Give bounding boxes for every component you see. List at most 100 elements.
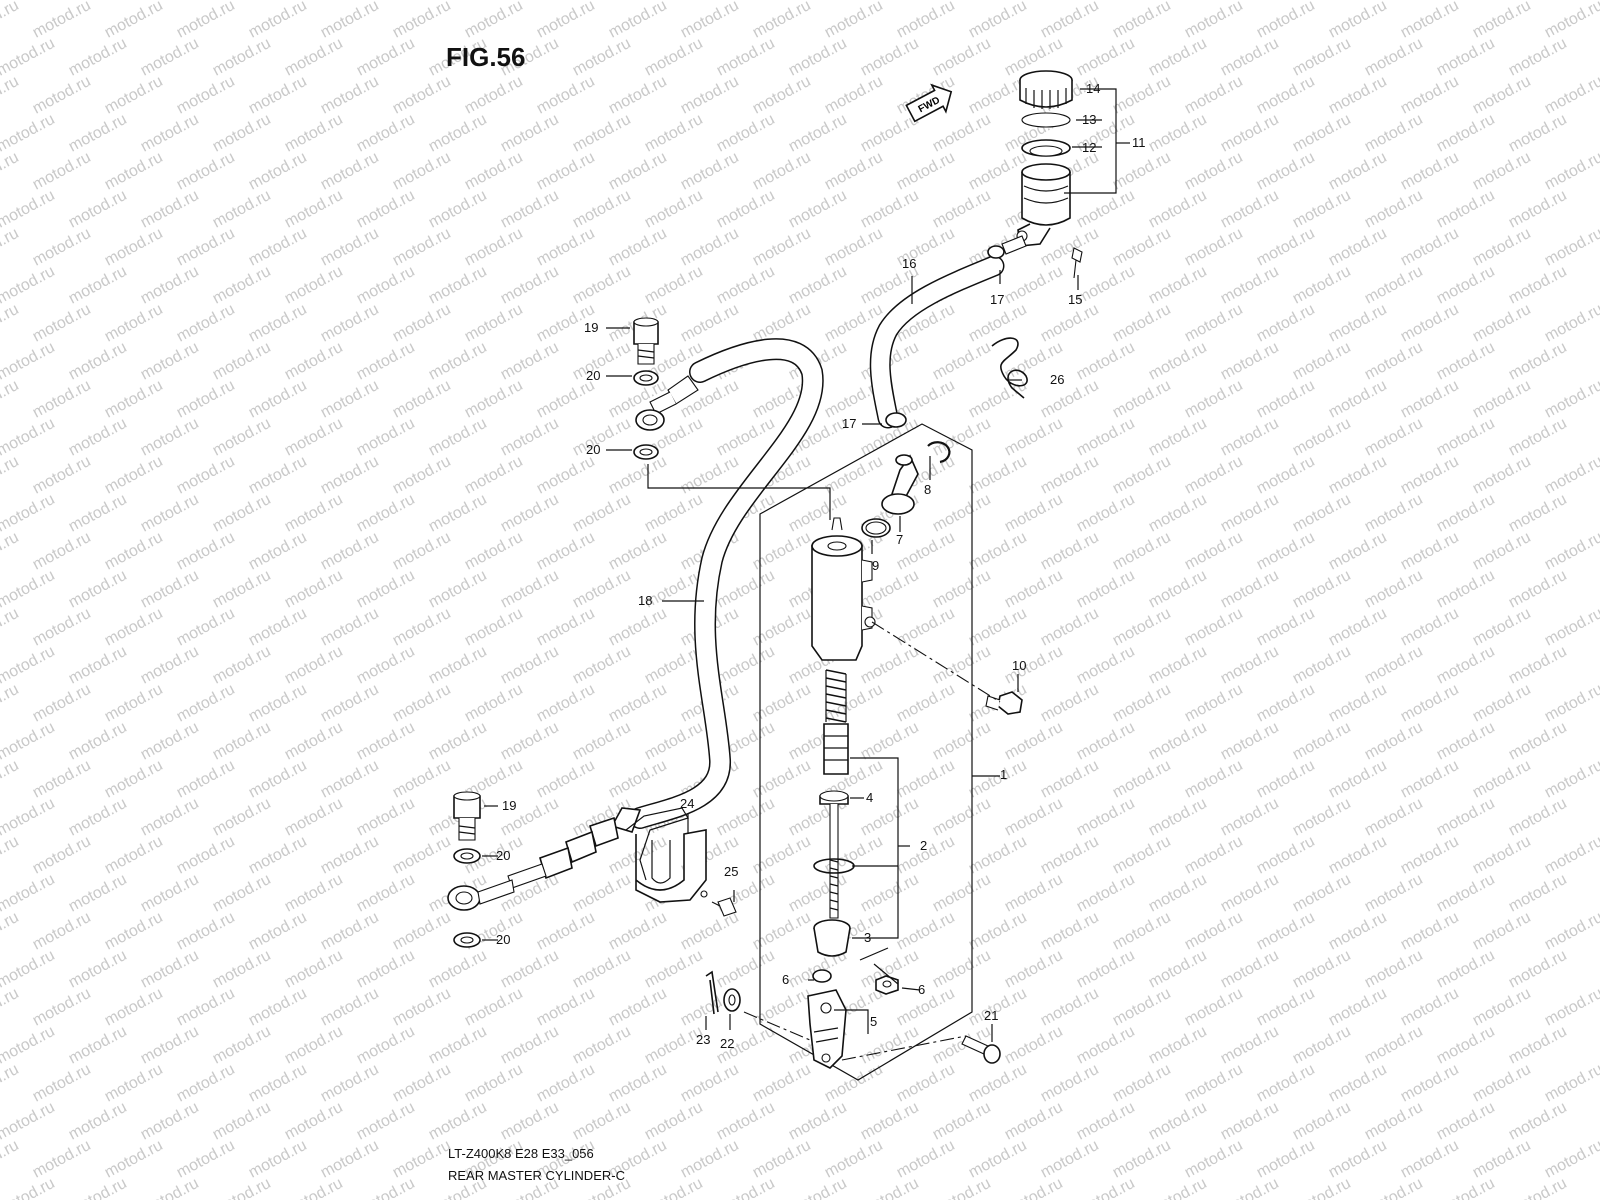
watermark-text: motod.ru — [1182, 757, 1246, 802]
watermark-text: motod.ru — [1290, 339, 1354, 384]
assembly-outline — [759, 423, 973, 1081]
watermark-text: motod.ru — [1146, 35, 1210, 80]
watermark-text: motod.ru — [1542, 681, 1600, 726]
watermark-text: motod.ru — [1074, 795, 1138, 840]
watermark-text: motod.ru — [1182, 1061, 1246, 1106]
watermark-text: motod.ru — [1146, 795, 1210, 840]
watermark-text: motod.ru — [1326, 453, 1390, 498]
watermark-text: motod.ru — [930, 567, 994, 612]
watermark-text: motod.ru — [246, 377, 310, 422]
watermark-text: motod.ru — [786, 1175, 850, 1200]
watermark-text: motod.ru — [30, 149, 94, 194]
cotter-pin — [705, 970, 719, 1015]
watermark-text: motod.ru — [66, 491, 130, 536]
watermark-text: motod.ru — [1290, 187, 1354, 232]
watermark-text: motod.ru — [678, 1061, 742, 1106]
watermark-text: motod.ru — [210, 947, 274, 992]
watermark-text: motod.ru — [1362, 719, 1426, 764]
watermark-text: motod.ru — [426, 111, 490, 156]
watermark-text: motod.ru — [1398, 529, 1462, 574]
watermark-text: motod.ru — [966, 0, 1030, 42]
watermark-text: motod.ru — [174, 0, 238, 42]
watermark-text: motod.ru — [102, 985, 166, 1030]
watermark-text: motod.ru — [138, 263, 202, 308]
watermark-text: motod.ru — [1506, 491, 1570, 536]
watermark-text: motod.ru — [714, 567, 778, 612]
watermark-text: motod.ru — [138, 339, 202, 384]
watermark-text: motod.ru — [498, 187, 562, 232]
watermark-text: motod.ru — [1110, 985, 1174, 1030]
watermark-text: motod.ru — [1542, 73, 1600, 118]
watermark-text: motod.ru — [318, 1137, 382, 1182]
watermark-text: motod.ru — [570, 871, 634, 916]
watermark-text: motod.ru — [1506, 1175, 1570, 1200]
watermark-text: motod.ru — [282, 1175, 346, 1200]
watermark-text: motod.ru — [606, 225, 670, 270]
watermark-text: motod.ru — [102, 757, 166, 802]
watermark-text: motod.ru — [678, 909, 742, 954]
watermark-text: motod.ru — [930, 643, 994, 688]
watermark-text: motod.ru — [318, 301, 382, 346]
watermark-text: motod.ru — [750, 1137, 814, 1182]
callout-7: 7 — [896, 532, 903, 547]
watermark-text: motod.ru — [1398, 681, 1462, 726]
watermark-text: motod.ru — [642, 1099, 706, 1144]
watermark-text: motod.ru — [498, 1099, 562, 1144]
watermark-text: motod.ru — [1254, 605, 1318, 650]
watermark-text: motod.ru — [318, 833, 382, 878]
watermark-text: motod.ru — [1398, 73, 1462, 118]
watermark-text: motod.ru — [1506, 415, 1570, 460]
watermark-text: motod.ru — [966, 909, 1030, 954]
watermark-text: motod.ru — [966, 301, 1030, 346]
callout-20-d: 20 — [496, 932, 510, 947]
watermark-text: motod.ru — [1038, 1061, 1102, 1106]
watermark-text: motod.ru — [1182, 301, 1246, 346]
watermark-text: motod.ru — [30, 225, 94, 270]
watermark-text: motod.ru — [642, 719, 706, 764]
watermark-text: motod.ru — [0, 339, 58, 384]
watermark-text: motod.ru — [318, 225, 382, 270]
watermark-text: motod.ru — [930, 1099, 994, 1144]
watermark-text: motod.ru — [210, 795, 274, 840]
watermark-text: motod.ru — [1146, 111, 1210, 156]
inlet-connector — [881, 454, 919, 515]
watermark-text: motod.ru — [1218, 111, 1282, 156]
watermark-text: motod.ru — [354, 111, 418, 156]
watermark-text: motod.ru — [426, 415, 490, 460]
callout-15: 15 — [1068, 292, 1082, 307]
watermark-text: motod.ru — [1254, 757, 1318, 802]
watermark-text: motod.ru — [570, 263, 634, 308]
watermark-text: motod.ru — [66, 719, 130, 764]
watermark-text: motod.ru — [246, 833, 310, 878]
watermark-text: motod.ru — [498, 415, 562, 460]
watermark-text: motod.ru — [138, 1099, 202, 1144]
watermark-text: motod.ru — [1074, 643, 1138, 688]
watermark-text: motod.ru — [246, 149, 310, 194]
watermark-text: motod.ru — [606, 909, 670, 954]
watermark-text: motod.ru — [30, 681, 94, 726]
watermark-text: motod.ru — [1038, 605, 1102, 650]
watermark-text: motod.ru — [1398, 149, 1462, 194]
reservoir-hose — [869, 255, 1005, 429]
watermark-text: motod.ru — [30, 453, 94, 498]
watermark-text: motod.ru — [1326, 757, 1390, 802]
watermark-text: motod.ru — [1218, 491, 1282, 536]
watermark-text: motod.ru — [1398, 1137, 1462, 1182]
watermark-text: motod.ru — [318, 1061, 382, 1106]
watermark-text: motod.ru — [1038, 909, 1102, 954]
watermark-text: motod.ru — [1398, 605, 1462, 650]
watermark-text: motod.ru — [678, 0, 742, 42]
watermark-text: motod.ru — [354, 187, 418, 232]
watermark-text: motod.ru — [966, 833, 1030, 878]
callout-26: 26 — [1050, 372, 1064, 387]
lock-nut — [812, 969, 832, 983]
watermark-text: motod.ru — [426, 719, 490, 764]
watermark-text: motod.ru — [246, 909, 310, 954]
watermark-text: motod.ru — [1290, 491, 1354, 536]
watermark-text: motod.ru — [354, 719, 418, 764]
watermark-text: motod.ru — [1254, 681, 1318, 726]
watermark-text: motod.ru — [966, 149, 1030, 194]
watermark-text: motod.ru — [1146, 1099, 1210, 1144]
callout-17-upper: 17 — [990, 292, 1004, 307]
watermark-text: motod.ru — [138, 871, 202, 916]
